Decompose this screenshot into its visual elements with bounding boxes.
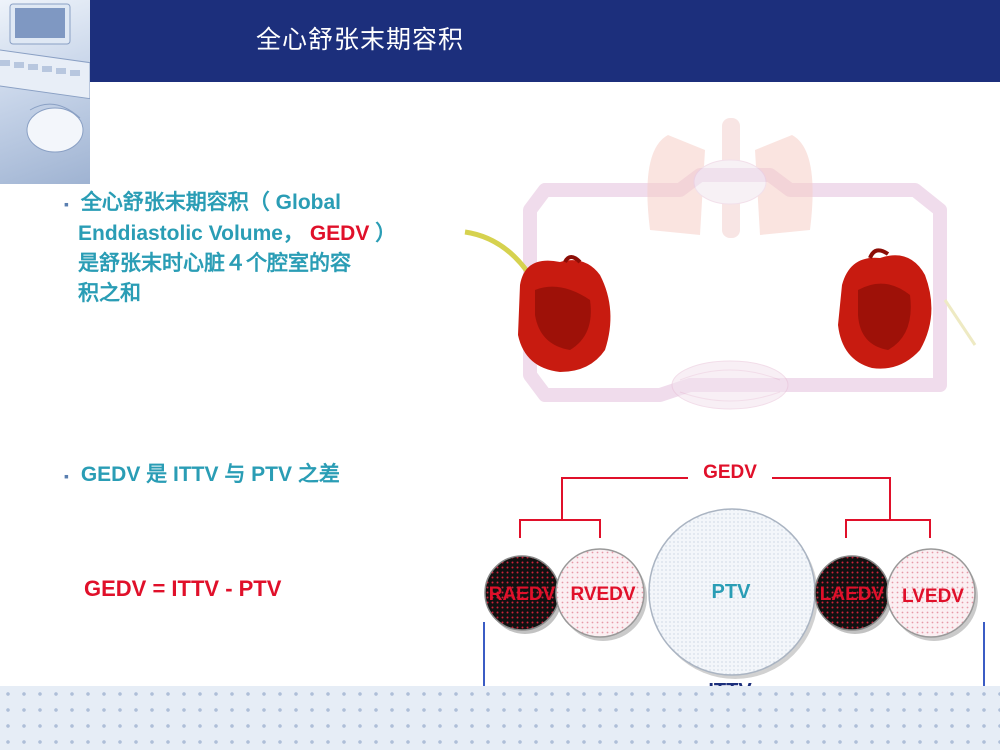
bullet-gedv-definition: ▪ 全心舒张末期容积（ Global Enddiastolic Volume， … [64, 188, 464, 309]
raedv-label: RAEDV [489, 584, 556, 605]
bullet1-line2a: Enddiastolic Volume， [78, 222, 304, 245]
capillary-bed-icon [671, 360, 789, 410]
rvedv-label: RVEDV [570, 584, 635, 605]
lungs-icon [647, 118, 813, 238]
heart-icon [838, 248, 932, 369]
bullet-gedv-difference: ▪ GEDV 是 ITTV 与 PTV 之差 [64, 460, 484, 491]
bullet-icon: ▪ [64, 468, 69, 484]
bullet1-line2c: ） [375, 222, 397, 245]
keyboard-mouse-icon [0, 3, 90, 153]
circle-lvedv [886, 548, 978, 641]
circle-laedv [814, 555, 892, 634]
ptv-label: PTV [712, 581, 752, 603]
heart-icon [518, 255, 611, 372]
circle-ptv [648, 508, 818, 679]
laedv-label: LAEDV [820, 584, 885, 605]
circle-raedv [484, 555, 562, 634]
bullet1-gedv: GEDV [309, 222, 370, 245]
bullet2-text: GEDV 是 ITTV 与 PTV 之差 [80, 463, 340, 486]
circle-rvedv [555, 548, 647, 641]
computer-keyboard-photo [0, 0, 90, 184]
bullet1-line3: 是舒张末时心脏４个腔室的容 [78, 252, 351, 275]
footer-dotted-band [0, 686, 1000, 750]
bullet1-line1: 全心舒张末期容积（ Global [80, 191, 341, 214]
bullet-icon: ▪ [64, 196, 69, 212]
lvedv-label: LVEDV [902, 586, 964, 607]
formula-text: GEDV = ITTV - PTV [84, 576, 282, 601]
header-bar [0, 0, 1000, 82]
gedv-label: GEDV [703, 462, 757, 483]
gedv-bracket [519, 477, 931, 538]
bullet1-line4: 积之和 [78, 282, 141, 305]
page-title: 全心舒张末期容积 [256, 25, 465, 54]
